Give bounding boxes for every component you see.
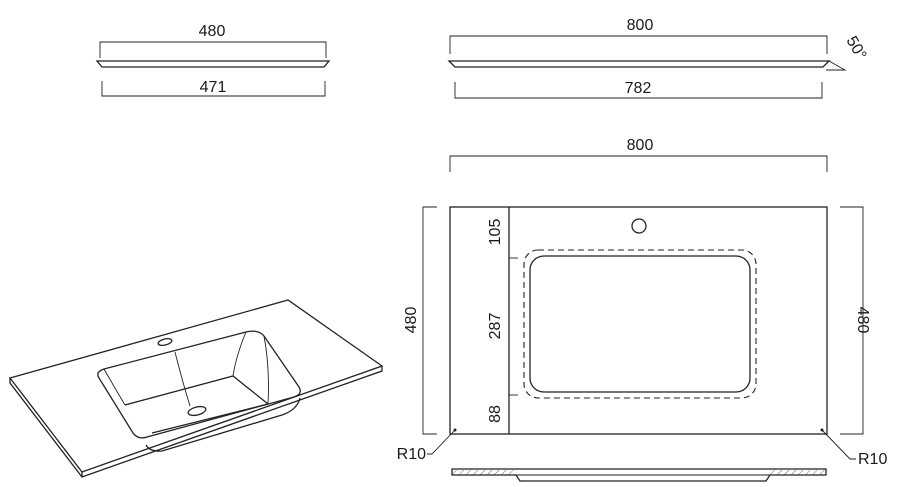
slab-profile-large — [447, 60, 831, 68]
dim-label-105: 105 — [487, 219, 504, 246]
side-view-small: 480 471 — [95, 23, 331, 97]
dim-line-800-top — [449, 35, 828, 54]
angle-marker — [826, 60, 847, 71]
plan-view: 800 105 287 88 480 480 R10 R10 — [397, 137, 888, 468]
slab-profile-small — [95, 60, 331, 68]
basin-bowl-crease-2 — [232, 331, 247, 377]
dim-line-782 — [454, 82, 823, 99]
basin-bowl-crease-4 — [174, 351, 191, 407]
bowl-inner — [529, 255, 751, 393]
dim-line-480-left — [422, 206, 437, 435]
label-r10-left: R10 — [397, 446, 426, 463]
isometric-basin — [8, 299, 384, 478]
basin-bowl-crease-3 — [263, 335, 269, 405]
section-hatch-left — [453, 470, 516, 475]
countertop-outline — [449, 206, 828, 435]
leader-r10-right — [821, 429, 856, 460]
basin-bowl-crease-1 — [103, 368, 126, 406]
basin-bowl-floor — [124, 375, 270, 434]
dim-line-480 — [99, 41, 327, 58]
dim-label-480: 480 — [199, 23, 226, 40]
leader-r10-left — [427, 429, 456, 455]
angle-label: 50° — [843, 34, 870, 63]
tap-hole — [631, 218, 647, 234]
side-view-large: 800 50° 782 — [447, 17, 870, 99]
basin-drain — [187, 405, 207, 417]
dim-label-471: 471 — [200, 79, 227, 96]
basin-underside — [145, 397, 301, 452]
dim-label-480-left: 480 — [403, 307, 420, 334]
dim-line-471 — [101, 81, 326, 97]
bowl-outer-dashed — [523, 249, 757, 399]
dim-label-800-top: 800 — [627, 17, 654, 34]
dim-label-782: 782 — [625, 80, 652, 97]
cross-section — [451, 468, 827, 482]
dim-label-480-right: 480 — [854, 307, 871, 334]
dim-line-800-plan — [449, 155, 828, 172]
basin-bowl-rim — [97, 330, 301, 439]
section-hatch-right — [770, 470, 825, 475]
dim-label-287: 287 — [487, 313, 504, 340]
dim-label-800-plan: 800 — [627, 137, 654, 154]
dim-label-88: 88 — [487, 405, 504, 423]
label-r10-right: R10 — [858, 451, 887, 468]
basin-tap-hole — [157, 337, 173, 347]
dim-line-480-right — [840, 206, 864, 435]
